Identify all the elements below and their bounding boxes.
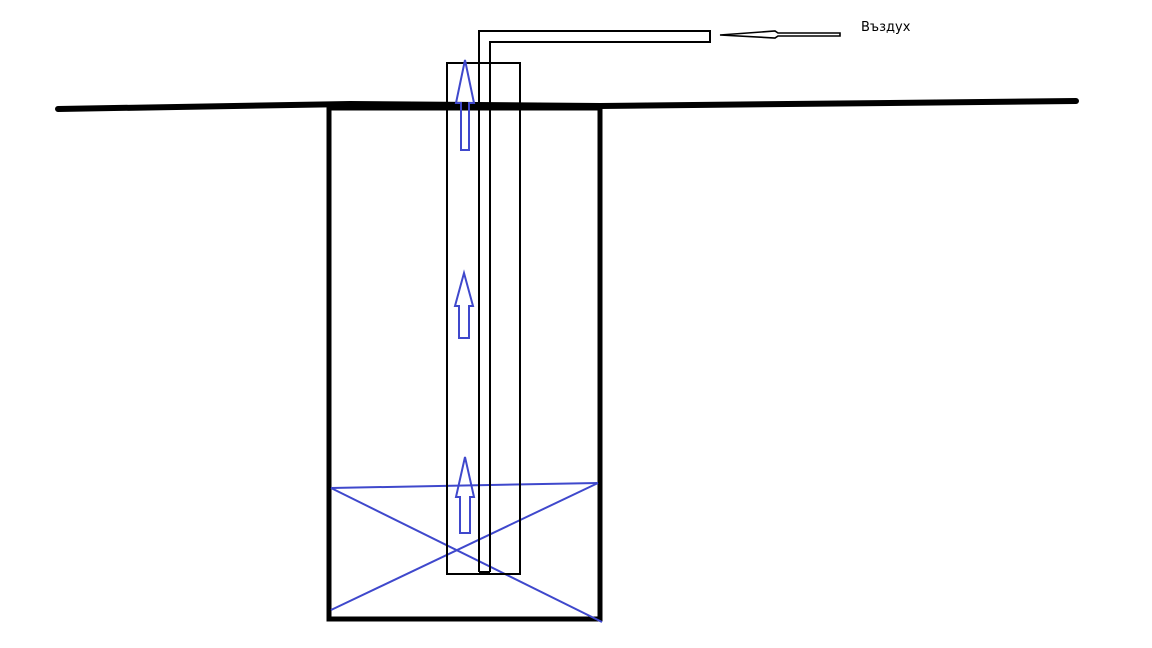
arrow-left-icon — [719, 30, 841, 39]
flow-arrow-top — [454, 59, 476, 151]
flow-arrow-middle — [453, 269, 475, 339]
cross-diagonal-2 — [330, 482, 599, 611]
arrow-up-icon — [453, 59, 476, 534]
filter-zone-cross — [330, 482, 603, 623]
well-shaft — [326, 105, 603, 622]
ground-line — [55, 98, 1079, 112]
flow-arrow-bottom — [454, 456, 476, 534]
air-label: Въздух — [861, 20, 911, 35]
cross-top-edge — [330, 482, 599, 489]
cross-diagonal-1 — [330, 487, 603, 623]
air-pipe — [478, 30, 711, 572]
riser-pipe — [446, 62, 521, 575]
